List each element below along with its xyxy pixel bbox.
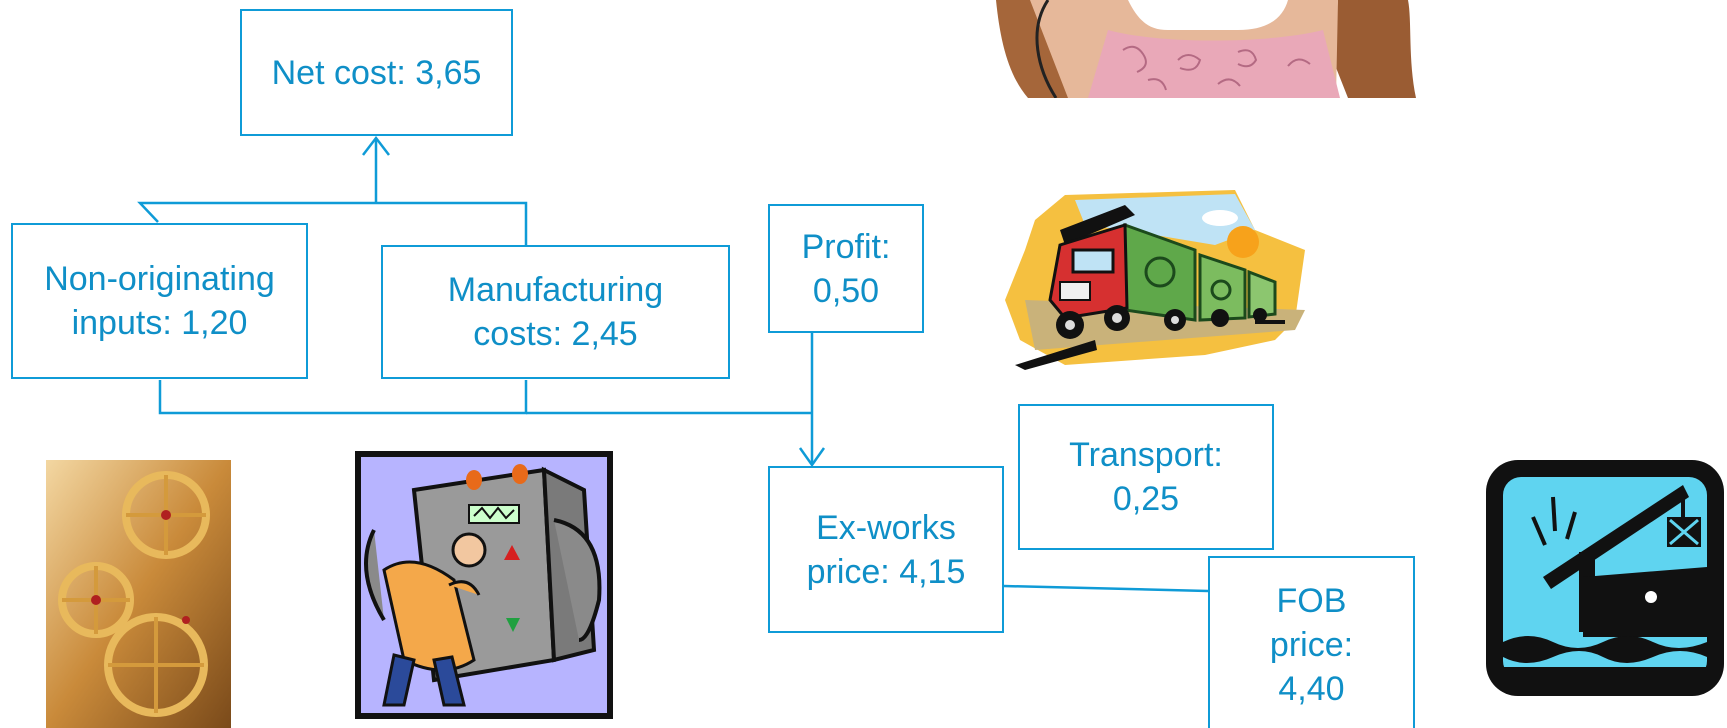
arrowhead-ex-works	[798, 447, 826, 468]
girl-photo-image	[938, 0, 1478, 98]
fob-price-box: FOB price: 4,40	[1208, 556, 1415, 728]
truck-clipart-image	[1005, 190, 1305, 370]
non-originating-inputs-box: Non-originating inputs: 1,20	[11, 223, 308, 379]
net-cost-box: Net cost: 3,65	[240, 9, 513, 136]
connector-ex-works-to-fob	[1003, 584, 1209, 593]
machine-clipart-image	[355, 451, 613, 719]
watch-gears-image	[46, 460, 231, 728]
bracket-top	[137, 201, 528, 245]
port-ship-icon	[1486, 460, 1724, 696]
ex-works-price-box: Ex-works price: 4,15	[768, 466, 1004, 633]
arrowhead-net-cost	[362, 135, 390, 156]
transport-box: Transport: 0,25	[1018, 404, 1274, 550]
manufacturing-costs-box: Manufacturing costs: 2,45	[381, 245, 730, 379]
bracket-bottom	[158, 380, 528, 415]
profit-box: Profit: 0,50	[768, 204, 924, 333]
